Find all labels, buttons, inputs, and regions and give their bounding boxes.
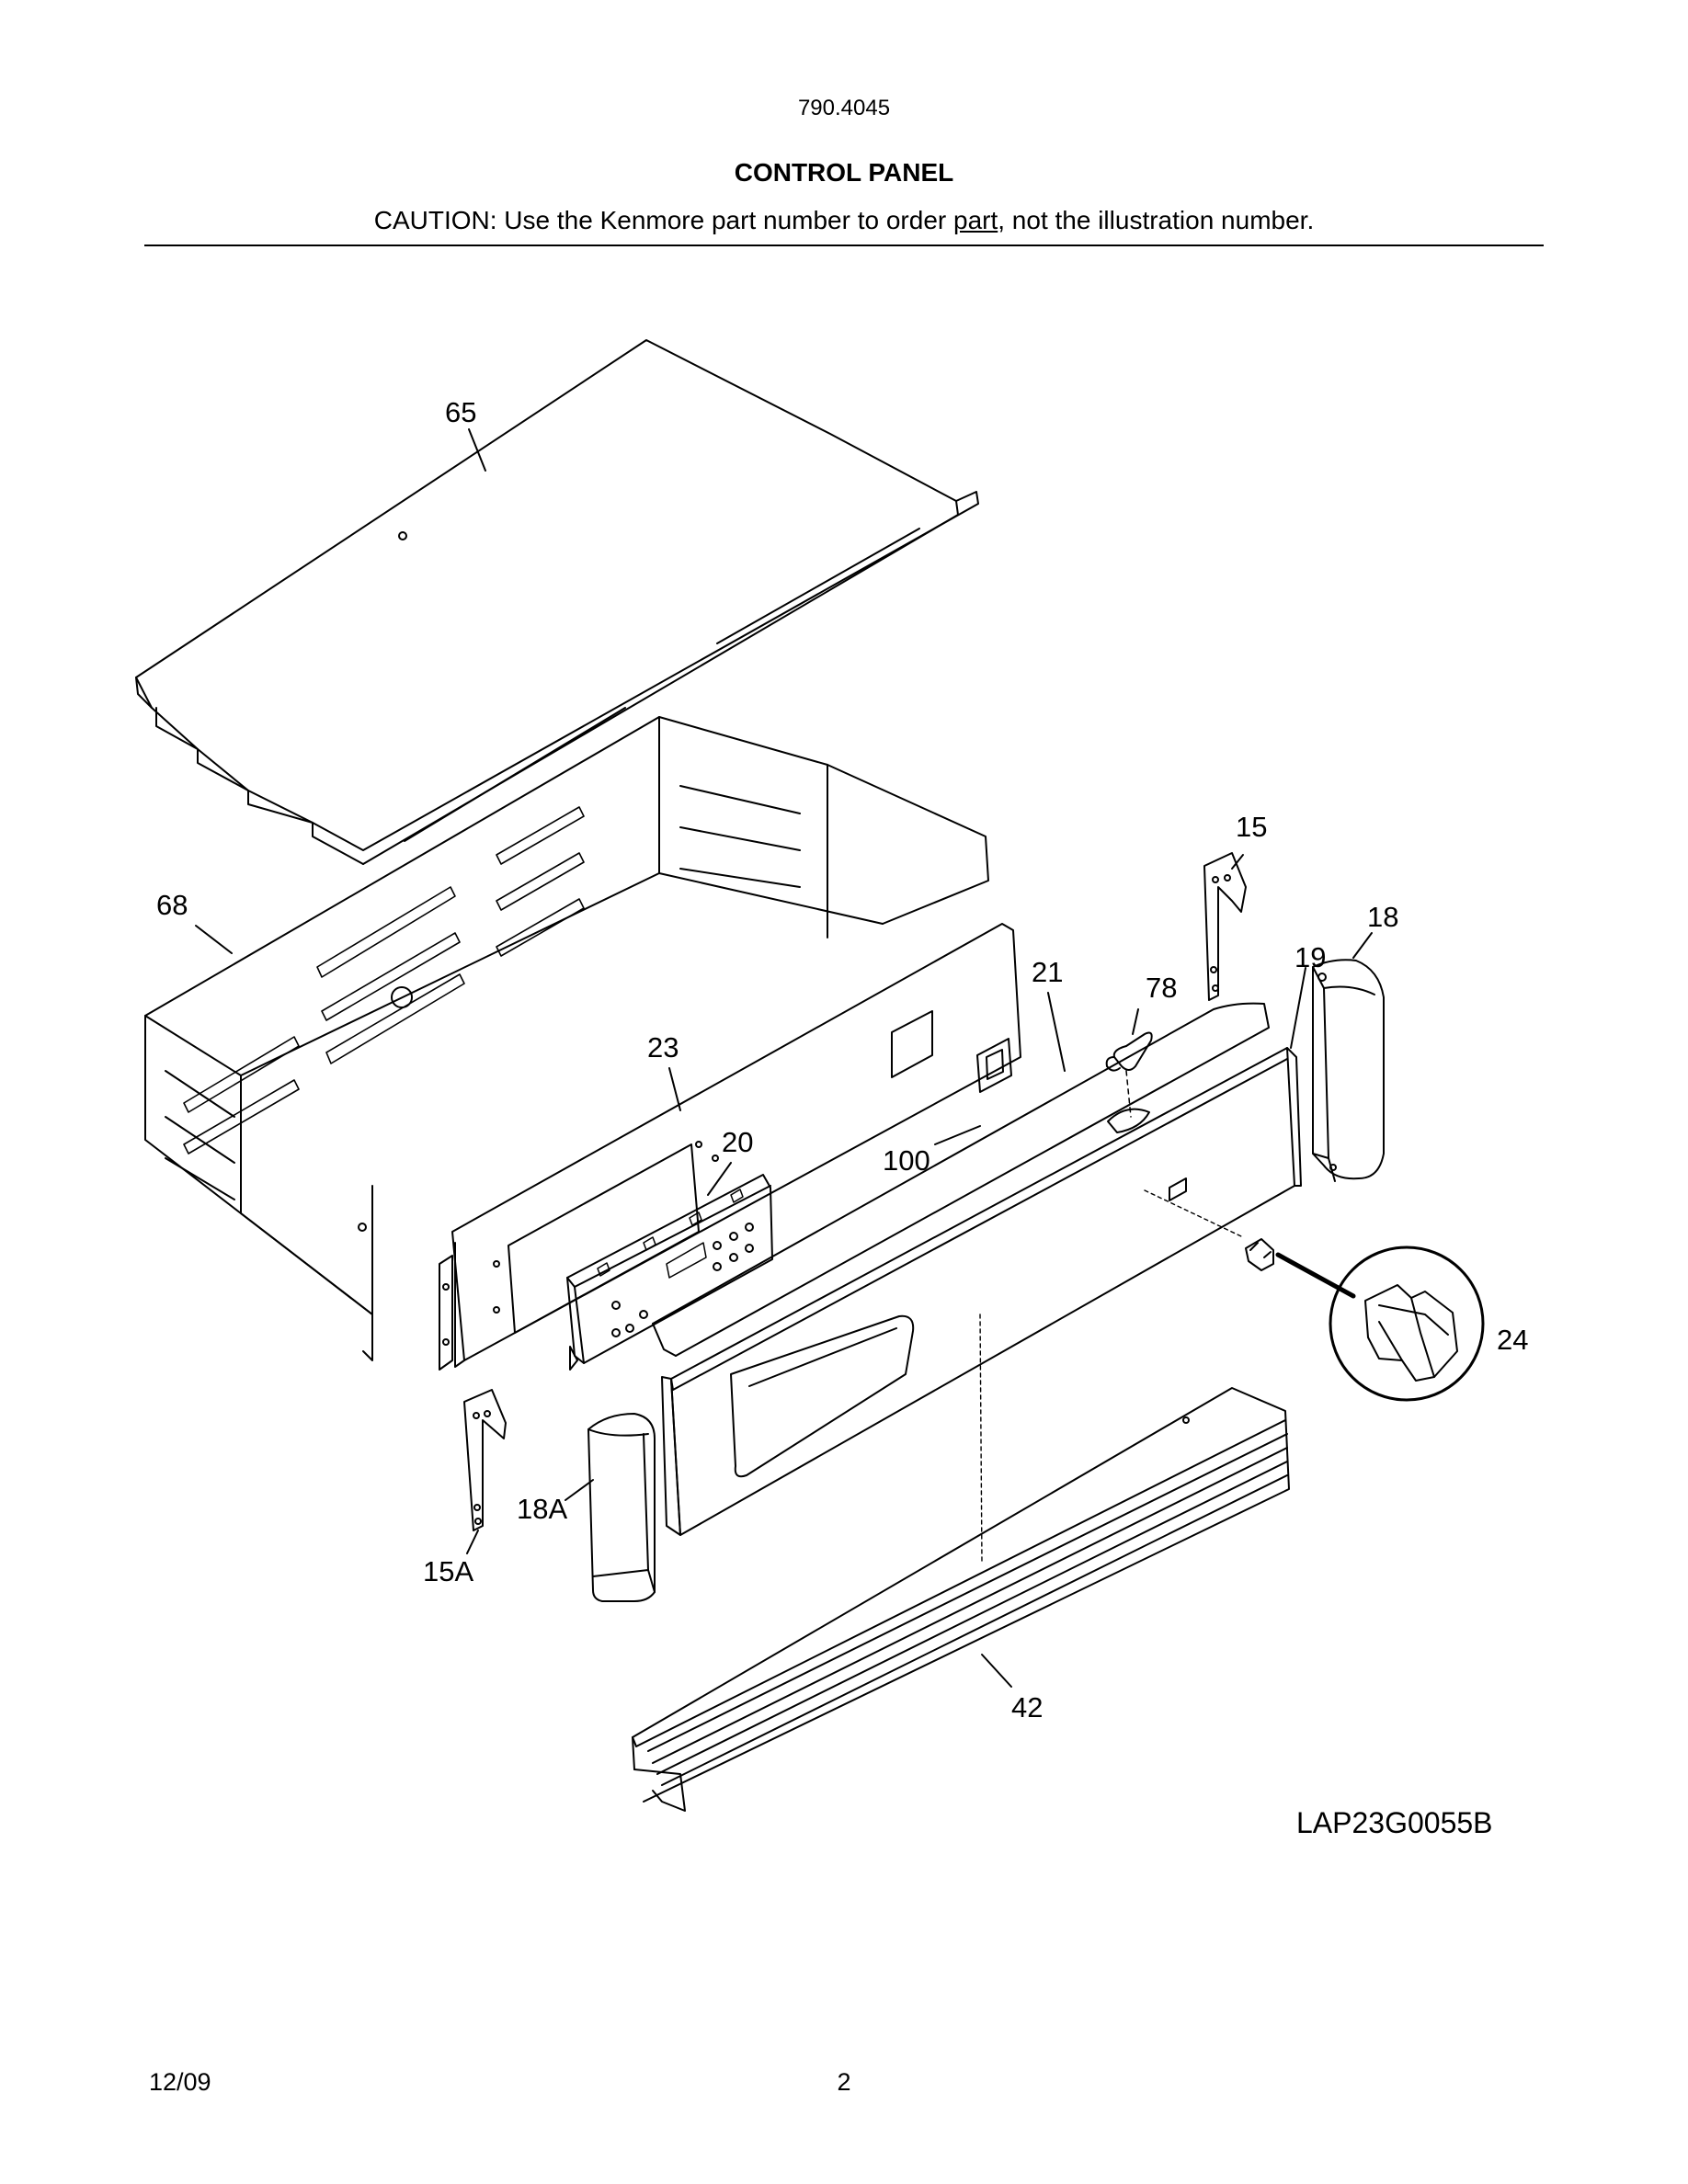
callout-100: 100 <box>883 1144 930 1177</box>
page-title: CONTROL PANEL <box>734 158 954 187</box>
callout-20: 20 <box>722 1126 753 1158</box>
leader-lines <box>195 428 1373 1688</box>
callout-68: 68 <box>156 889 188 921</box>
part-24-rocker-switch <box>1245 1238 1485 1402</box>
part-65-top-cover <box>135 339 979 865</box>
part-68-housing <box>144 716 989 1361</box>
callout-18A: 18A <box>517 1493 567 1525</box>
callout-78: 78 <box>1146 972 1177 1004</box>
header-divider <box>144 245 1544 246</box>
callout-42: 42 <box>1011 1691 1043 1723</box>
callout-15A: 15A <box>423 1555 473 1587</box>
part-21-console-panel <box>652 1002 1302 1564</box>
part-100-switch-plate <box>976 1038 1012 1093</box>
page-number: 2 <box>837 2068 851 2096</box>
caution-suffix: , not the illustration number. <box>998 206 1315 234</box>
caution-link[interactable]: part <box>953 206 998 234</box>
callout-23: 23 <box>647 1031 679 1064</box>
part-42-lower-trim <box>632 1387 1290 1812</box>
callout-21: 21 <box>1032 956 1063 988</box>
callout-18: 18 <box>1367 901 1398 933</box>
part-18A-end-cap <box>587 1413 656 1602</box>
part-15-bracket <box>1203 852 1247 1001</box>
part-18-end-cap <box>1312 959 1385 1182</box>
part-20-electronic-control <box>566 1174 773 1371</box>
part-15A-bracket <box>463 1389 507 1531</box>
caution-prefix: CAUTION: Use the Kenmore part number to … <box>373 206 953 234</box>
part-78-knob <box>1105 1031 1153 1133</box>
footer-date: 12/09 <box>149 2068 211 2096</box>
part-23-rear-panel <box>439 923 1021 1371</box>
caution-note: CAUTION: Use the Kenmore part number to … <box>0 206 1688 235</box>
callout-65: 65 <box>445 396 476 428</box>
callout-19: 19 <box>1295 941 1326 973</box>
model-number: 790.4045 <box>797 96 891 120</box>
drawing-id: LAP23G0055B <box>1296 1806 1493 1839</box>
callout-24: 24 <box>1497 1324 1528 1356</box>
callout-15: 15 <box>1236 811 1267 843</box>
